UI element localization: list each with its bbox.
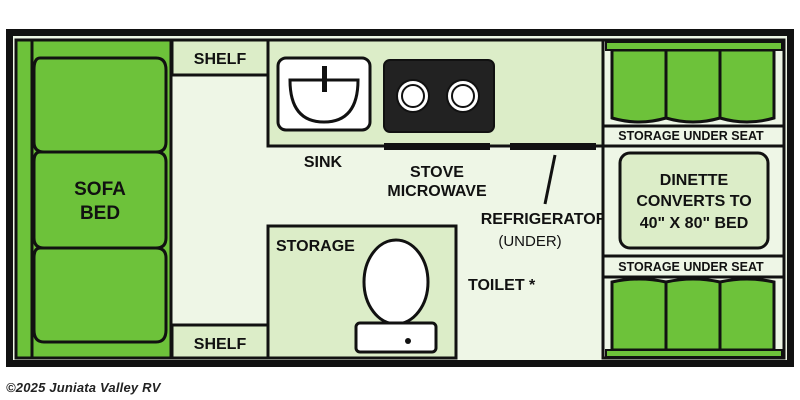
sink-faucet-icon [322,66,327,92]
dinette-label-line2: CONVERTS TO [636,193,751,210]
seat-bottom-cushion-3 [718,277,776,352]
refrigerator-pointer [543,154,557,205]
sofa-label-line1: SOFA [74,179,126,200]
storage-under-seat-bottom-label: STORAGE UNDER SEAT [618,260,764,274]
dinette-label-line1: DINETTE [660,172,729,189]
stove-top [383,59,495,133]
seat-top-cushion-1 [610,48,668,124]
seat-bottom-back [605,349,783,358]
sofa-back [14,38,34,360]
seat-top-cushion-3 [718,48,776,124]
stove-label: STOVE [410,164,464,181]
toilet-tank-icon [354,321,438,354]
sofa-label-line2: BED [80,203,120,224]
sofa-cushion-top [32,56,168,154]
sink [276,56,372,132]
shelf-bottom-label: SHELF [194,336,247,353]
sofa-cushion-bottom [32,246,168,344]
sofa-bed: SOFA BED [14,38,173,360]
dinette-seat-bottom [605,277,783,358]
shelf-top-label: SHELF [194,51,247,68]
refrigerator-note: (UNDER) [498,233,561,250]
dinette-label-line3: 40" X 80" BED [640,215,749,232]
toilet-bowl-icon [362,238,430,326]
seat-top-cushion-2 [664,48,722,124]
microwave-label: MICROWAVE [387,183,487,200]
stove [383,59,495,133]
storage-label: STORAGE [276,238,355,255]
microwave-bar [384,143,490,150]
toilet-label: TOILET * [468,277,536,294]
sink-label: SINK [304,154,343,171]
sofa-cushion-middle [32,150,168,250]
seat-bottom-cushion-1 [610,277,668,352]
toilet-flush-icon [405,338,411,344]
dinette-table [618,151,770,250]
refrigerator-label: REFRIGERATOR [481,211,608,228]
floorplan-diagram: SOFA BED SHELF SHELF SINK STOVE MICROWAV… [6,29,794,367]
storage-under-seat-top-label: STORAGE UNDER SEAT [618,129,764,143]
refrigerator-bar [510,143,596,150]
burner-right-inner [451,84,475,108]
burner-left-inner [401,84,425,108]
sink-basin [288,78,360,124]
seat-top-back [605,41,783,51]
seat-bottom-cushion-2 [664,277,722,352]
toilet [354,238,438,354]
dinette-seat-top [605,41,783,124]
copyright-notice: ©2025 Juniata Valley RV [6,380,161,395]
